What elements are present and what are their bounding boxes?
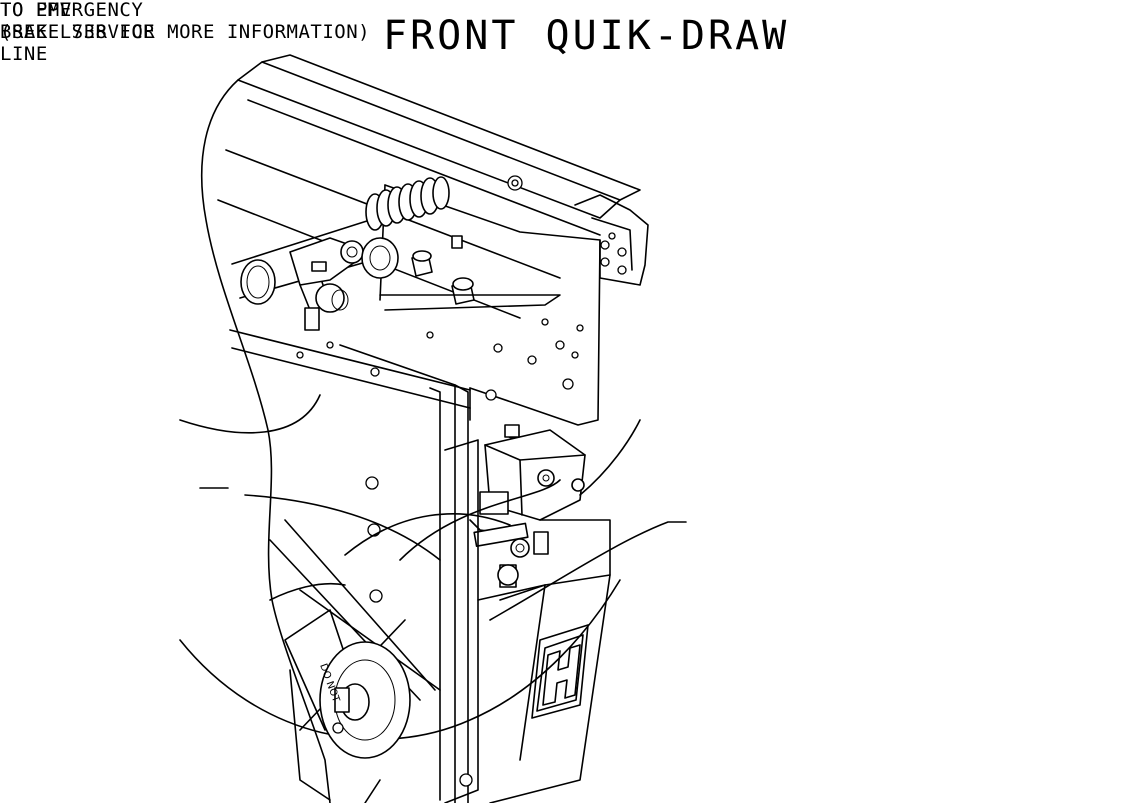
h-logo-panel [531,624,589,719]
callout-right-line-1: TO PPV [0,0,72,21]
ppv-fitting [473,522,549,588]
spindle-housing: DO NOT [284,609,411,801]
front-bracket [574,194,649,286]
plate-fittings [411,235,475,305]
callout-left-line-1: TO EMERGENCY [0,0,144,21]
lower-housing [444,439,611,803]
break-outline [200,79,331,803]
valve-block [479,424,586,521]
callout-left-line-3: LINE [0,43,48,65]
valve-mount-plate [339,344,469,803]
drawing-title: FRONT QUIK-DRAW [383,13,790,59]
crossbar [229,294,561,409]
spring-and-rod [231,176,450,331]
right-break-line [364,779,381,803]
callout-right-line-2: (SEE L738 FOR MORE INFORMATION) [0,21,371,43]
leader-right [489,521,687,621]
coil-spring [365,176,450,231]
callout-left-line-2: BRAKE SERVICE [0,21,156,43]
